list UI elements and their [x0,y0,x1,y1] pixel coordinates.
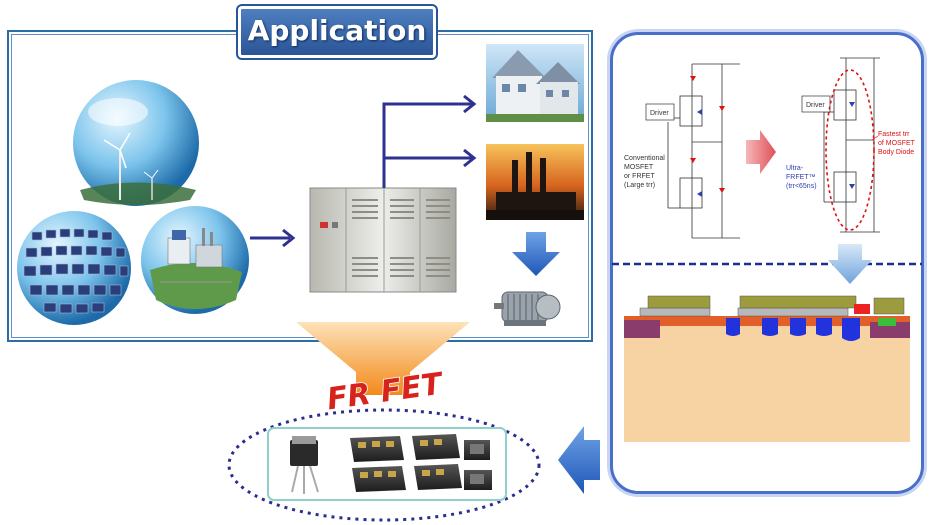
house-icon [486,44,584,122]
body-diode-icon [849,102,855,189]
frfet-label-svg: FR FET [324,366,447,412]
arrow-to-house [382,94,477,188]
frfet-label: FR FET [325,366,447,412]
diode-icon [690,76,725,197]
ultra-frfet-label: Ultra- [786,165,804,172]
inverter-cabinet-icon [309,187,457,293]
solar-panels-icon [17,211,131,325]
mosfet-cross-section [624,295,910,442]
arrow-to-motor [512,232,560,276]
power-modules-icon [290,434,492,494]
arrow-to-inverter [250,228,296,248]
electric-motor-icon [490,280,566,332]
factory-icon [486,144,584,220]
product-ellipse [227,408,541,522]
driver-box-right [801,95,831,113]
arrow-to-products [558,426,600,494]
frfet-detail-canvas: Driver Conventional MOSFET or FRFET (Lar… [612,57,922,442]
down-arrow [828,244,872,284]
pink-arrow [746,130,776,174]
conventional-label: or FRFET [624,173,655,180]
fastest-trr-label: Fastest trr [878,131,910,138]
ultra-frfet-label: FRFET™ [786,174,816,181]
conventional-label: Conventional [624,155,665,162]
wind-turbine-icon [73,80,199,206]
conventional-label: MOSFET [624,164,654,171]
fastest-trr-label: Body Diode [878,149,914,156]
driver-label-left: Driver [650,110,669,117]
power-plant-icon [141,206,249,314]
frfet-funnel [296,322,470,395]
conventional-circuit [667,63,740,239]
fastest-trr-label: of MOSFET [878,140,916,147]
driver-box-left [645,103,675,121]
conventional-label: (Large trr) [624,182,655,189]
ultra-frfet-circuit [823,57,880,233]
ultra-frfet-label: (trr<65ns) [786,183,817,190]
highlight-ellipse [825,69,875,231]
driver-label-right: Driver [806,102,825,109]
arrow-to-factory [384,148,477,168]
application-title: Application [236,4,438,60]
